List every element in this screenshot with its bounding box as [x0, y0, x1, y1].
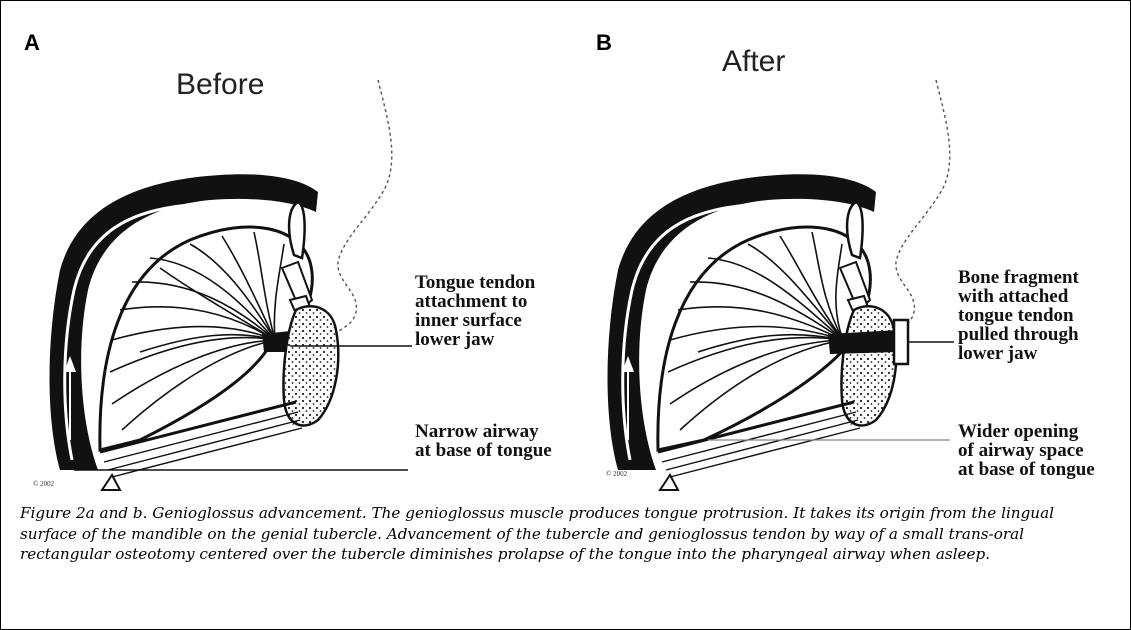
- label-wider-airway: Wider opening of airway space at base of…: [958, 422, 1095, 479]
- copyright-a: © 2002: [33, 480, 54, 488]
- label-bone-fragment: Bone fragment with attached tongue tendo…: [958, 268, 1079, 363]
- panel-letter-b: B: [596, 30, 612, 56]
- figure-illustration: A Before Tongue tendon attachment to inn…: [0, 0, 1131, 500]
- mandible-bone: [284, 306, 339, 425]
- hyoid-triangle: [660, 475, 678, 490]
- tongue-tendon: [828, 330, 898, 354]
- panel-a-drawing: [50, 80, 413, 490]
- upper-lip: [847, 202, 863, 258]
- label-narrow-airway: Narrow airway at base of tongue: [415, 422, 552, 460]
- mandible-bone: [842, 306, 897, 425]
- label-tendon-attachment: Tongue tendon attachment to inner surfac…: [415, 273, 535, 349]
- panel-b-drawing: [608, 80, 955, 490]
- bone-fragment: [894, 320, 908, 364]
- figure-caption: Figure 2a and b. Genioglossus advancemen…: [20, 503, 1115, 565]
- upper-lip: [289, 202, 305, 258]
- panel-heading-before: Before: [176, 68, 264, 102]
- panel-letter-a: A: [24, 30, 40, 56]
- hyoid-triangle: [102, 475, 120, 490]
- panel-heading-after: After: [722, 45, 785, 79]
- copyright-b: © 2002: [606, 470, 627, 478]
